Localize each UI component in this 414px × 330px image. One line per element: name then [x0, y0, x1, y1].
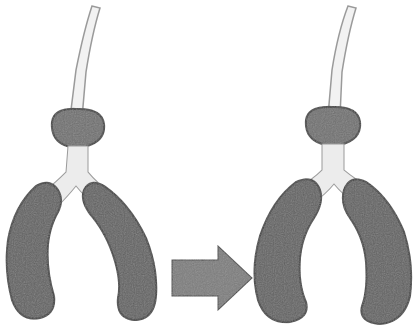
left-glass-tube [70, 6, 100, 118]
left-model-lung-left [7, 183, 61, 319]
right-arrow-icon [172, 246, 252, 310]
right-glass-tube [328, 6, 356, 116]
right-stopper-connector [306, 107, 360, 146]
transition-arrow [172, 246, 252, 310]
left-lung-model [7, 6, 157, 320]
right-lung-model [254, 6, 411, 324]
left-stopper-connector [52, 109, 104, 148]
right-model-lung-right [343, 179, 411, 324]
right-model-lung-left [254, 179, 321, 322]
left-model-lung-right [83, 183, 156, 320]
